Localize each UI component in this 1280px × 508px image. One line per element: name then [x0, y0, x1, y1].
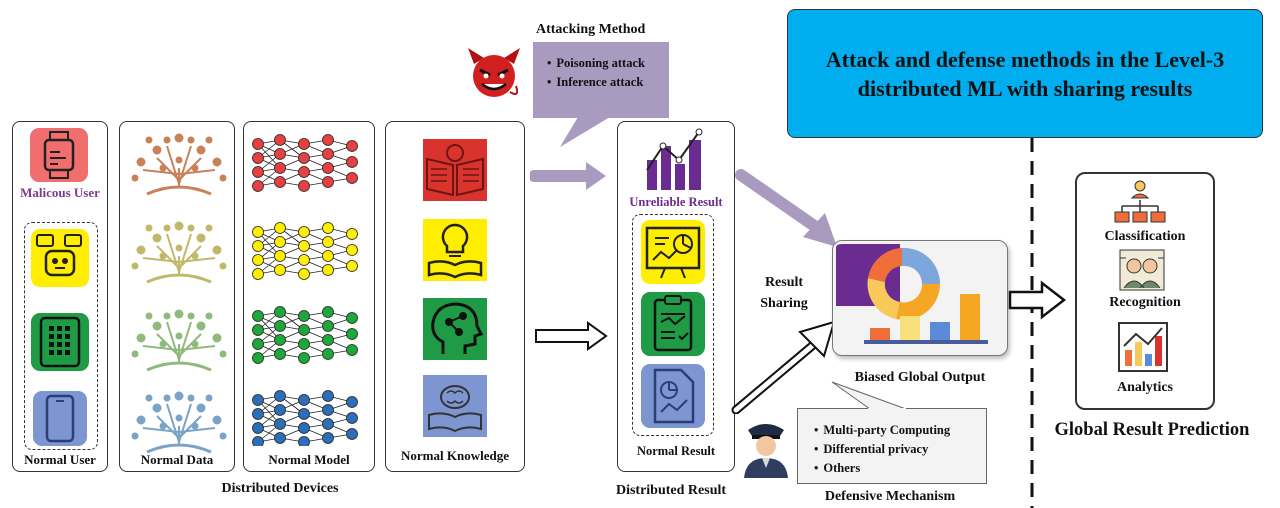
brain-book-icon — [423, 375, 487, 437]
classification-label: Classification — [1104, 229, 1186, 244]
clipboard-chart-icon — [641, 292, 705, 356]
document-chart-icon — [641, 364, 705, 428]
defense-item: Differential privacy — [814, 440, 950, 459]
attack-callout: Poisoning attack Inference attack — [533, 42, 669, 118]
hierarchy-icon — [1114, 180, 1166, 223]
normal-results-group — [632, 214, 714, 436]
distributed-devices-label: Distributed Devices — [221, 481, 339, 496]
security-guard-icon — [744, 424, 788, 478]
attack-heading: Attacking Method — [536, 22, 646, 37]
analytics-icon — [1118, 322, 1168, 372]
normal-data-label: Normal Data — [140, 452, 214, 467]
title-line-1: Attack and defense methods in the Level-… — [825, 46, 1225, 72]
normal-result-label: Normal Result — [636, 444, 716, 458]
smartwatch-icon — [30, 128, 88, 182]
normal-knowledge-label: Normal Knowledge — [401, 448, 509, 463]
defensive-mechanism-label: Defensive Mechanism — [824, 489, 956, 504]
prediction-arrow — [1008, 280, 1067, 320]
normal-users-group — [24, 222, 98, 450]
defense-callout-tail — [831, 381, 907, 410]
attack-item: Inference attack — [547, 73, 645, 92]
neural-network-icons — [252, 134, 358, 446]
defense-callout: Multi-party Computing Differential priva… — [797, 408, 987, 484]
data-tree-icons — [130, 132, 228, 454]
normal-user-label: Normal User — [24, 452, 96, 467]
defense-item: Multi-party Computing — [814, 421, 950, 440]
lightbulb-book-icon — [423, 219, 487, 281]
malicious-user-label: Malicous User — [20, 185, 100, 200]
unreliable-to-global-arrow — [735, 169, 837, 247]
normal-model-label: Normal Model — [268, 452, 350, 467]
unreliable-chart-icon — [646, 128, 703, 190]
result-sharing-label-2: Sharing — [760, 296, 808, 311]
idea-book-icon — [423, 139, 487, 201]
recognition-label: Recognition — [1109, 295, 1181, 310]
title-line-2: distributed ML with sharing results — [857, 75, 1193, 101]
report-chart-icon — [641, 220, 705, 284]
attack-item: Poisoning attack — [547, 54, 645, 73]
global-result-prediction-label: Global Result Prediction — [1054, 420, 1250, 440]
biased-global-output-label: Biased Global Output — [854, 370, 986, 385]
distributed-result-label: Distributed Result — [615, 483, 727, 498]
smartphone-icon — [33, 391, 87, 446]
result-sharing-label-1: Result — [764, 275, 804, 290]
attack-callout-tail — [560, 117, 610, 147]
result-sharing-arrow — [731, 320, 836, 414]
analytics-label: Analytics — [1117, 380, 1173, 395]
biased-dashboard-icon — [836, 244, 988, 344]
chatbot-icon — [31, 229, 89, 287]
unreliable-result-label: Unreliable Result — [629, 195, 723, 209]
title-box: Attack and defense methods in the Level-… — [787, 9, 1263, 138]
face-recognition-icon — [1119, 249, 1165, 291]
devil-icon — [468, 48, 520, 97]
divider-line — [1030, 138, 1034, 508]
defense-item: Others — [814, 459, 950, 478]
normal-flow-arrow — [535, 321, 608, 351]
attack-arrow — [530, 162, 606, 190]
tablet-icon — [31, 313, 89, 371]
brain-head-icon — [423, 298, 487, 360]
